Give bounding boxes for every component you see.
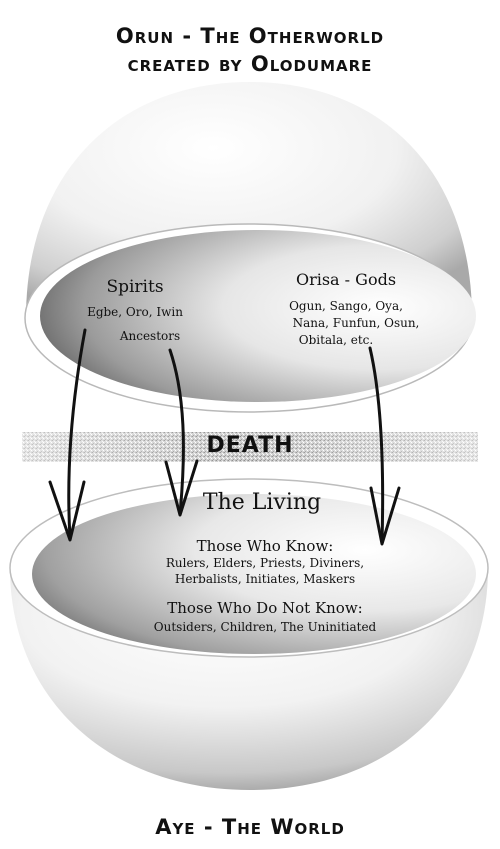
spirits-heading: Spirits [106, 277, 164, 297]
death-label: DEATH [206, 433, 294, 458]
spirits-line-1: Egbe, Oro, Iwin [87, 305, 183, 319]
arrow-spirits-left [48, 328, 87, 542]
bottom-title: Aye - The World [155, 815, 345, 839]
know-heading: Those Who Know: [196, 537, 334, 555]
notknow-line-1: Outsiders, Children, The Uninitiated [153, 620, 377, 634]
orisa-line-1: Ogun, Sango, Oya, [289, 299, 403, 313]
spirits-line-2: Ancestors [119, 329, 181, 343]
know-line-2: Herbalists, Initiates, Maskers [174, 572, 356, 586]
title-line-1: Orun - The Otherworld [115, 24, 385, 48]
orisa-line-2: Nana, Funfun, Osun, [292, 316, 420, 330]
notknow-heading: Those Who Do Not Know: [167, 599, 363, 617]
upper-opening [40, 230, 476, 402]
living-heading: The Living [202, 490, 322, 515]
title-line-2: created by Olodumare [127, 52, 373, 76]
arrow-ancestors [164, 348, 199, 517]
know-line-1: Rulers, Elders, Priests, Diviners, [165, 556, 365, 570]
arrow-orisa [368, 346, 401, 546]
orisa-heading: Orisa - Gods [295, 270, 397, 289]
orisa-line-3: Obitala, etc. [298, 333, 374, 347]
lower-opening [32, 494, 476, 654]
